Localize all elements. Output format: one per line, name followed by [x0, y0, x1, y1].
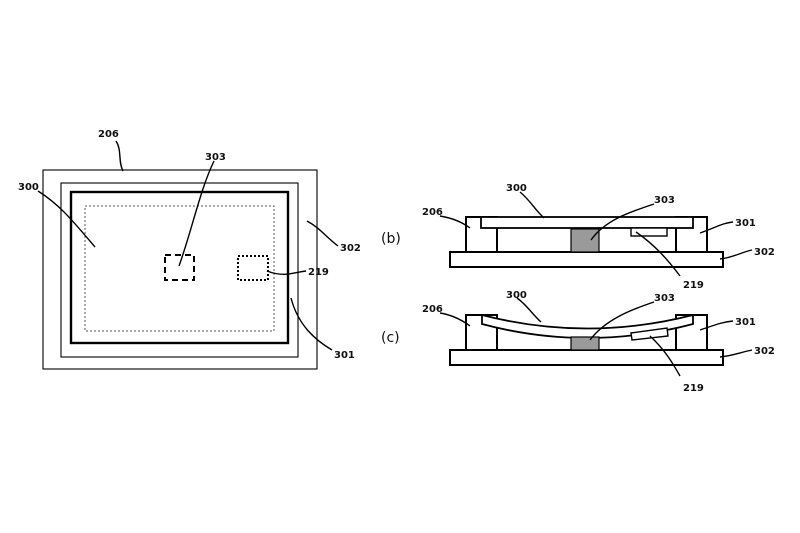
- label-302: 302: [340, 243, 361, 254]
- leader-301-c: [699, 320, 734, 331]
- leader-303: [178, 160, 215, 267]
- spacer-303-b: [570, 228, 600, 253]
- label-302-c: 302: [754, 346, 775, 357]
- sensor-219-b: [630, 227, 668, 237]
- label-300: 300: [18, 182, 39, 193]
- label-302-b: 302: [754, 247, 775, 258]
- label-301-b: 301: [735, 218, 756, 229]
- label-206-c: 206: [422, 304, 443, 315]
- tag-c: (c): [381, 330, 400, 346]
- label-303: 303: [205, 152, 226, 163]
- sensor-219-c: [630, 327, 669, 341]
- leader-219-c: [649, 335, 681, 377]
- section-view-c: (c) 300 303 206 301 302 219: [381, 290, 775, 394]
- leader-302: [306, 220, 339, 247]
- layer-300-b: [480, 216, 694, 229]
- tag-b: (b): [381, 231, 401, 247]
- outer-frame-206: [42, 169, 318, 370]
- leader-300-b: [519, 191, 545, 219]
- spacer-303-c: [570, 336, 600, 351]
- label-300-c: 300: [506, 290, 527, 301]
- label-300-b: 300: [506, 183, 527, 194]
- leader-219: [266, 270, 307, 276]
- display-area-300: [84, 205, 275, 332]
- label-219-c: 219: [683, 383, 704, 394]
- label-303-b: 303: [654, 195, 675, 206]
- top-view: 206 303 300 302 219 301: [18, 129, 361, 370]
- label-206: 206: [98, 129, 119, 140]
- sensor-219: [237, 255, 269, 281]
- leader-303-c: [589, 301, 655, 341]
- leader-302-b: [719, 249, 753, 260]
- label-219: 219: [308, 267, 329, 278]
- leader-206-b: [439, 215, 471, 229]
- inner-frame-302: [60, 182, 299, 358]
- sensor-303: [164, 254, 195, 281]
- label-206-b: 206: [422, 207, 443, 218]
- leader-302-c: [719, 349, 753, 358]
- label-219-b: 219: [683, 280, 704, 291]
- label-301: 301: [334, 350, 355, 361]
- label-303-c: 303: [654, 293, 675, 304]
- leader-301: [290, 297, 333, 351]
- leader-206-c: [439, 312, 471, 327]
- leader-303-b: [590, 203, 655, 241]
- label-301-c: 301: [735, 317, 756, 328]
- base-302-c: [449, 349, 724, 366]
- leader-300: [37, 190, 96, 248]
- leader-301-b: [699, 221, 734, 234]
- panel-301: [69, 190, 290, 345]
- section-view-b: (b) 300 303 206 301 302 219: [381, 183, 775, 291]
- leader-206: [115, 140, 124, 172]
- base-302-b: [449, 251, 724, 268]
- leader-219-b: [635, 231, 681, 277]
- leader-300-c: [516, 297, 542, 323]
